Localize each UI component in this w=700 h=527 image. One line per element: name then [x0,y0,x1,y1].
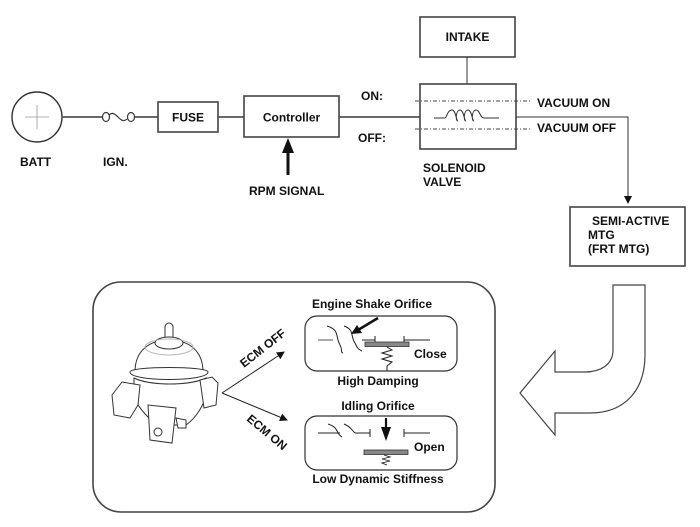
mount-label-line1: SEMI-ACTIVE [592,214,669,228]
open-orifice-icon [318,418,430,466]
idling-orifice-title: Idling Orifice [341,399,415,413]
intake-label: INTAKE [446,30,490,44]
vacuum-arrow-icon [624,196,632,204]
vacuum-line-to-mount [516,116,629,197]
rpm-signal-label: RPM SIGNAL [249,184,324,198]
idling-orifice-box [304,415,458,471]
controller-label: Controller [263,111,321,125]
solenoid-coil-icon [434,109,499,122]
on-label: ON: [361,89,383,103]
vacuum-off-label: VACUUM OFF [537,121,616,135]
ignition-switch-icon [101,111,136,123]
ecm-off-arrow [221,351,285,394]
semi-active-mount-box [569,206,686,267]
idling-result-label: Low Dynamic Stiffness [312,472,444,486]
solenoid-valve-box [419,83,517,150]
ignition-label: IGN. [103,155,128,169]
engine-shake-state-label: Close [414,347,447,361]
idling-state-label: Open [414,440,445,454]
controller-box [243,95,340,138]
curved-flow-arrow-icon [519,284,646,437]
engine-shake-result-label: High Damping [337,374,418,388]
mount-label-line3: (FRT MTG) [588,242,649,256]
solenoid-label-line1: SOLENOID [423,161,486,175]
ecm-on-arrow [221,392,288,422]
solenoid-label-line2: VALVE [423,175,461,189]
engine-shake-orifice-title: Engine Shake Orifice [312,297,432,311]
engine-mount-illustration [111,322,219,444]
vacuum-on-label: VACUUM ON [537,96,610,110]
closed-orifice-icon [318,316,430,371]
rpm-signal-arrow-icon [282,138,294,175]
battery-label: BATT [20,155,52,169]
battery-symbol-icon [11,91,63,143]
mount-label-line2: MTG [588,228,615,242]
fuse-label: FUSE [172,111,204,125]
fuse-box [157,101,219,133]
off-label: OFF: [358,131,386,145]
